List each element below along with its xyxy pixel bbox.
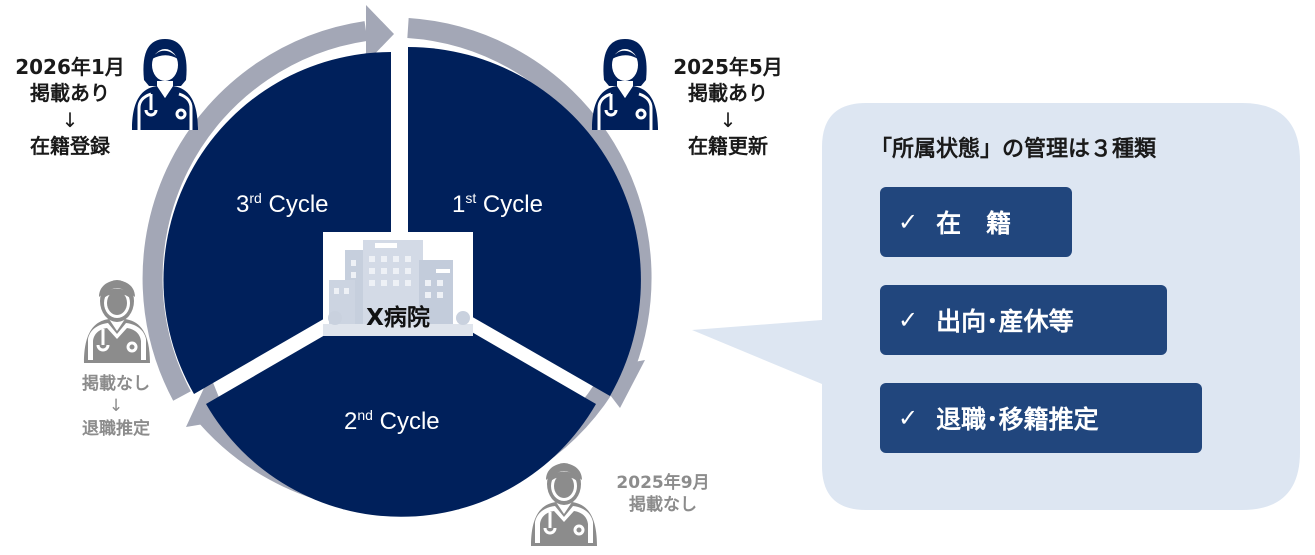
cycle-label-1st: 1st Cycle bbox=[452, 190, 543, 218]
status-secondment-leave-button[interactable]: ✓ 出向･産休等 bbox=[880, 285, 1167, 355]
status-label: 在 籍 bbox=[936, 209, 1012, 238]
hospital-building-icon bbox=[323, 240, 473, 336]
check-icon: ✓ bbox=[898, 404, 919, 432]
ring-arrowhead-top bbox=[366, 5, 394, 63]
doctor-male-icon bbox=[529, 461, 599, 548]
sector-2nd-cycle bbox=[206, 291, 596, 517]
doctor-female-icon bbox=[130, 37, 200, 132]
doctor-label-top-left: 2026年1月 掲載あり ↓ 在籍登録 bbox=[15, 55, 125, 159]
hospital-card: X病院 bbox=[323, 232, 473, 336]
check-icon: ✓ bbox=[898, 208, 919, 236]
status-panel-title: 「所属状態」の管理は３種類 bbox=[870, 137, 1157, 162]
doctor-label-bottom: 2025年9月 掲載なし bbox=[616, 473, 710, 516]
cycle-label-2nd: 2nd Cycle bbox=[344, 407, 440, 435]
doctor-female-icon bbox=[590, 37, 660, 132]
status-enrolled-button[interactable]: ✓ 在 籍 bbox=[880, 187, 1072, 257]
check-icon: ✓ bbox=[898, 306, 919, 334]
doctor-label-left: 掲載なし ↓ 退職推定 bbox=[82, 374, 150, 439]
status-label: 退職･移籍推定 bbox=[936, 405, 1099, 434]
doctor-male-icon bbox=[82, 278, 152, 365]
hospital-name: X病院 bbox=[366, 305, 430, 331]
status-label: 出向･産休等 bbox=[936, 307, 1074, 336]
doctor-label-top-right: 2025年5月 掲載あり ↓ 在籍更新 bbox=[673, 55, 783, 159]
cycle-label-3rd: 3rd Cycle bbox=[236, 190, 329, 218]
status-retired-transferred-button[interactable]: ✓ 退職･移籍推定 bbox=[880, 383, 1202, 453]
